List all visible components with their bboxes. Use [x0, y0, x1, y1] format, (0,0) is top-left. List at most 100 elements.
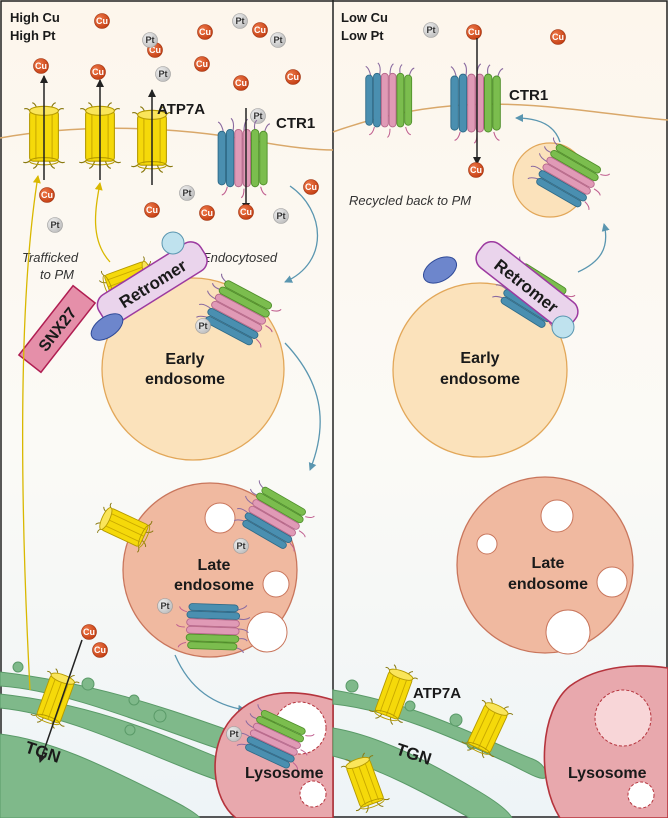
svg-text:Pt: Pt [146, 35, 155, 45]
right-atp7a-label: ATP7A [413, 685, 461, 702]
svg-text:Cu: Cu [146, 205, 158, 215]
pt-ion-icon: Pt [232, 13, 248, 29]
pt-ion-icon: Pt [142, 32, 158, 48]
svg-text:Pt: Pt [237, 541, 246, 551]
trafficked-label-line2: to PM [40, 267, 74, 282]
cu-ion-icon: Cu [33, 58, 49, 74]
retromer-box [96, 241, 208, 325]
retromer-subunit [161, 231, 185, 255]
svg-text:Pt: Pt [274, 35, 283, 45]
svg-text:Pt: Pt [427, 25, 436, 35]
late-endosome-label-line2: endosome [174, 577, 254, 594]
intraluminal-vesicle [545, 609, 591, 655]
cu-ion-icon: Cu [194, 56, 210, 72]
tgn-vesicle [81, 677, 95, 691]
cu-ion-icon: Cu [81, 624, 97, 640]
extracellular-ions-left: Cu Cu Cu Cu Cu Cu Cu Cu Cu Pt Pt Pt Pt P… [33, 13, 301, 124]
pt-ion-icon: Pt [233, 538, 249, 554]
tgn-vesicle [153, 709, 167, 723]
early-endosome-label-line1: Early [165, 351, 204, 368]
svg-text:Cu: Cu [92, 67, 104, 77]
right-condition-line1: Low Cu [341, 10, 388, 25]
svg-text:Cu: Cu [240, 207, 252, 217]
tgn-vesicle [12, 661, 24, 673]
pt-ion-icon: Pt [47, 217, 63, 233]
cu-ion-icon: Cu [147, 42, 163, 58]
endosome-to-vesicle-arrow [577, 223, 610, 273]
cu-ion-icon: Cu [197, 24, 213, 40]
cu-ion-icon: Cu [252, 22, 268, 38]
tgn-vesicle [345, 679, 359, 693]
cu-ion-icon: Cu [94, 13, 110, 29]
svg-text:Cu: Cu [149, 45, 161, 55]
svg-text:Cu: Cu [470, 165, 482, 175]
svg-text:Cu: Cu [196, 59, 208, 69]
trafficked-label-line1: Trafficked [22, 250, 79, 265]
svg-text:Pt: Pt [236, 16, 245, 26]
cu-into-tgn-arrow [38, 639, 83, 763]
late-endosome-label-line1: Late [198, 557, 231, 574]
pt-ion-icon: Pt [226, 726, 242, 742]
svg-text:Pt: Pt [161, 601, 170, 611]
cu-ion-icon: Cu [303, 179, 319, 195]
cu-ion-icon: Cu [39, 187, 55, 203]
lysosome-vesicle [627, 781, 655, 809]
left-panel-high-cu-pt: High Cu High Pt Cu Cu Cu Cu Cu Cu Cu Cu … [0, 10, 334, 818]
cu-ion-icon: Cu [468, 162, 484, 178]
svg-text:Cu: Cu [83, 627, 95, 637]
tgn-vesicle [124, 724, 136, 736]
late-to-lysosome-arrow [174, 654, 246, 713]
tgn-vesicle [128, 694, 140, 706]
pt-ion-icon: Pt [270, 32, 286, 48]
svg-text:Cu: Cu [94, 645, 106, 655]
pt-ion-icon: Pt [179, 185, 195, 201]
pt-ion-icon: Pt [155, 66, 171, 82]
svg-text:Cu: Cu [41, 190, 53, 200]
pt-ion-icon: Pt [423, 22, 439, 38]
svg-text:Pt: Pt [277, 211, 286, 221]
lysosome-vesicle [594, 689, 652, 747]
left-condition-line2: High Pt [10, 28, 56, 43]
pt-ion-icon: Pt [273, 208, 289, 224]
retromer-subunit [90, 313, 124, 341]
right-late-endosome [456, 476, 634, 654]
svg-text:Pt: Pt [183, 188, 192, 198]
svg-text:Cu: Cu [96, 16, 108, 26]
svg-text:Cu: Cu [201, 208, 213, 218]
recycled-label: Recycled back to PM [349, 193, 471, 208]
cu-ion-icon: Cu [466, 24, 482, 40]
intraluminal-vesicle [262, 570, 290, 598]
svg-text:Pt: Pt [199, 321, 208, 331]
endocytosed-label: Endocytosed [202, 250, 278, 265]
cu-ion-icon: Cu [285, 69, 301, 85]
intraluminal-vesicle [540, 499, 574, 533]
pt-ion-icon: Pt [250, 108, 266, 124]
cu-ion-icon: Cu [233, 75, 249, 91]
lysosome-vesicle [299, 780, 327, 808]
cu-ion-icon: Cu [144, 202, 160, 218]
right-ctr1-label: CTR1 [509, 87, 548, 104]
intraluminal-vesicle [476, 533, 498, 555]
right-early-endosome-label-line1: Early [460, 350, 499, 367]
right-late-endosome-label-line1: Late [532, 555, 565, 572]
pt-ion-icon: Pt [157, 598, 173, 614]
svg-text:Cu: Cu [235, 78, 247, 88]
intraluminal-vesicle [596, 566, 628, 598]
svg-text:Pt: Pt [51, 220, 60, 230]
right-early-endosome [392, 282, 568, 458]
intraluminal-vesicle [246, 611, 288, 653]
svg-text:Cu: Cu [468, 27, 480, 37]
right-early-endosome-label-line2: endosome [440, 371, 520, 388]
svg-text:Cu: Cu [35, 61, 47, 71]
svg-text:Cu: Cu [287, 72, 299, 82]
tgn-vesicle [404, 700, 416, 712]
recycle-to-pm-arrow [515, 114, 561, 143]
svg-text:Cu: Cu [254, 25, 266, 35]
cu-ion-icon: Cu [550, 29, 566, 45]
right-lysosome-label: Lysosome [568, 765, 647, 782]
lysosome-label: Lysosome [245, 765, 324, 782]
right-panel-low-cu-pt: Low Cu Low Pt Pt Cu Cu Cu CTR1 Recycled … [332, 10, 668, 818]
retromer-subunit [551, 315, 575, 339]
